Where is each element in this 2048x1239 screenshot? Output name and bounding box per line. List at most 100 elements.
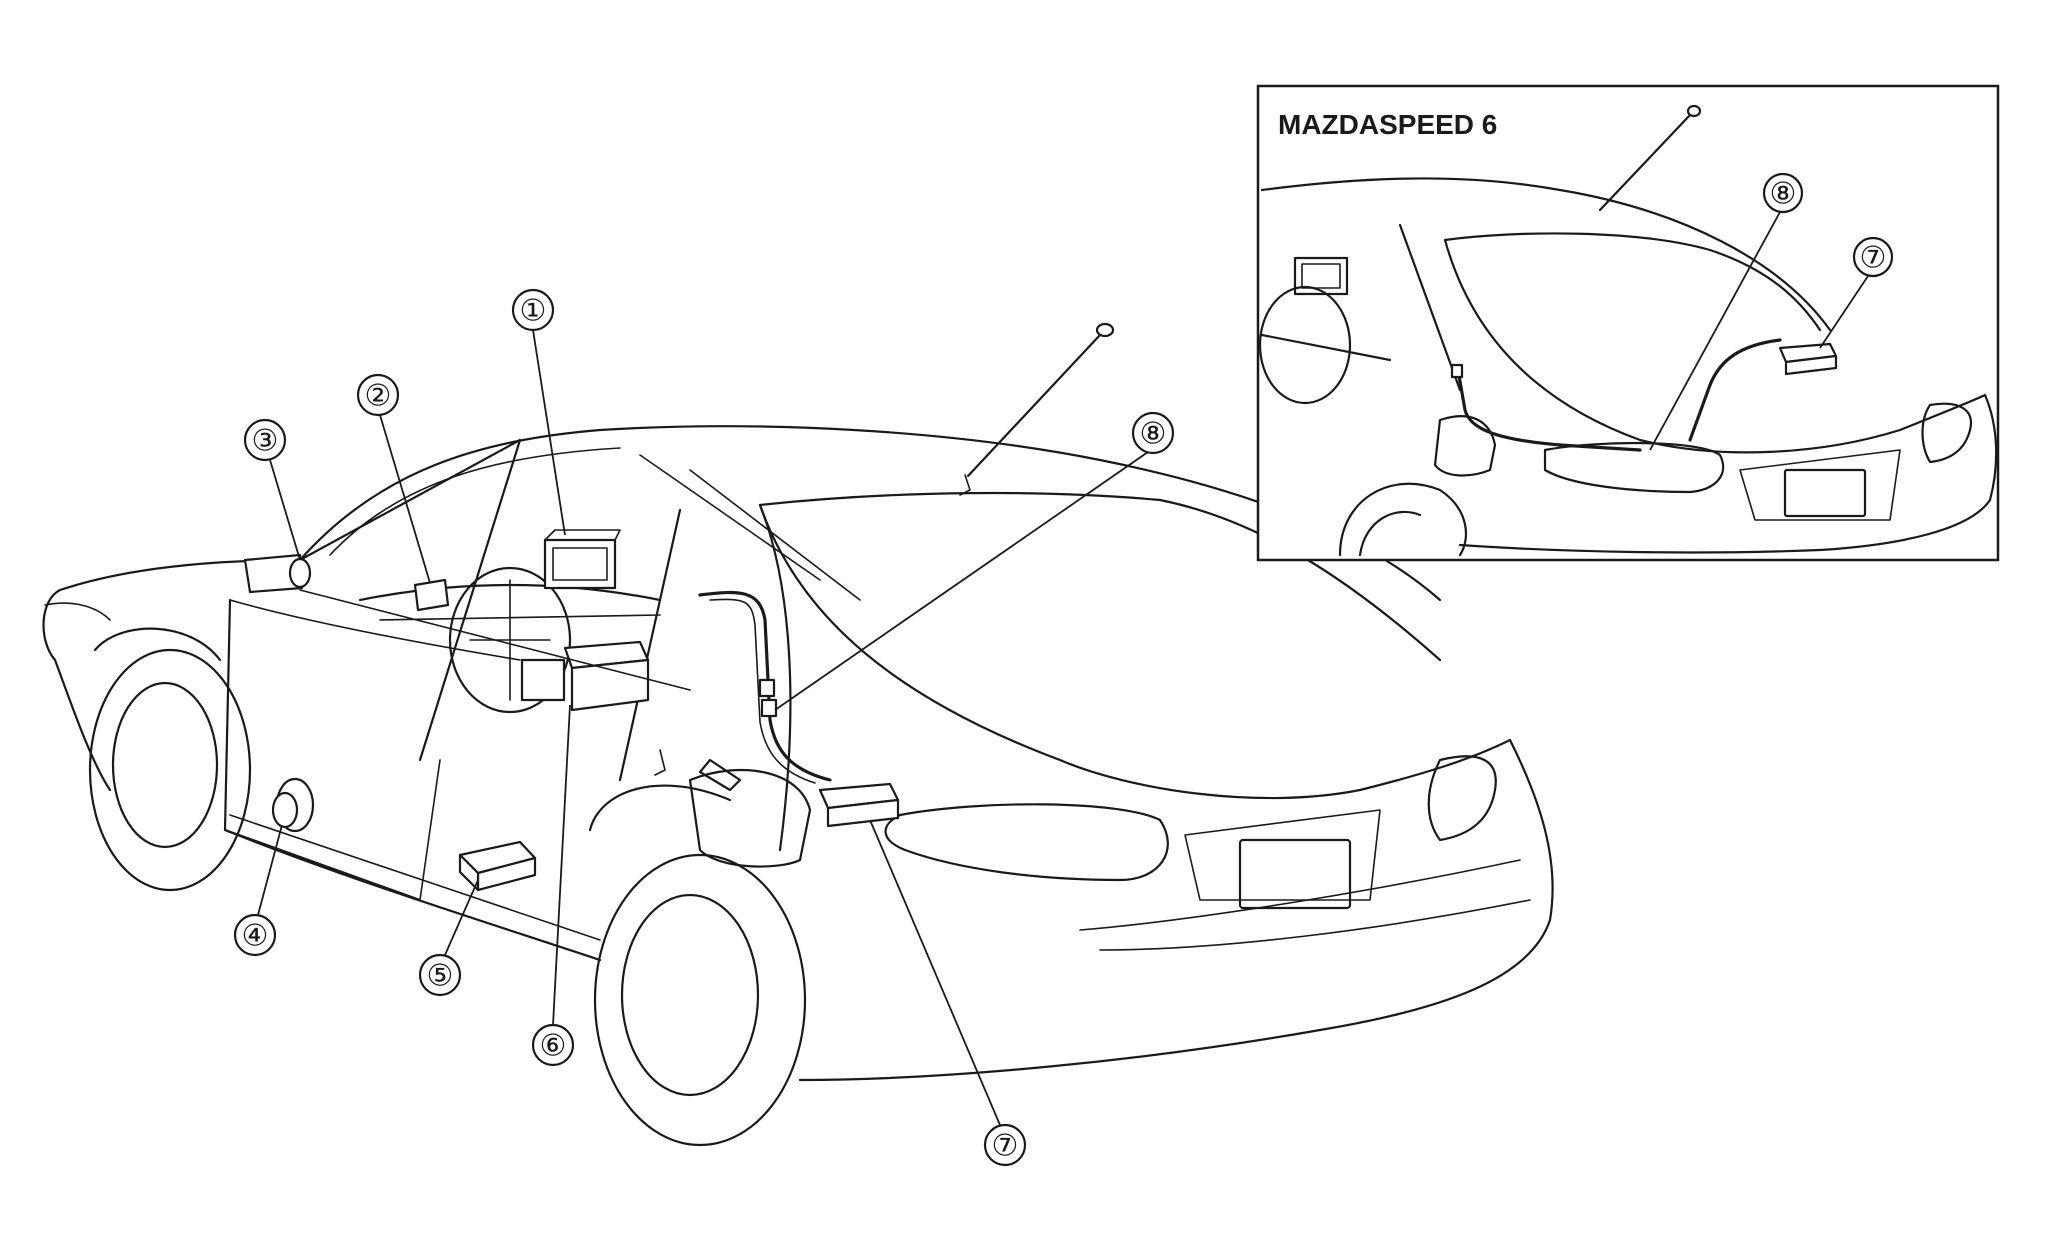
inset-trunk-cable — [1688, 338, 1782, 442]
front-door-speaker-cone — [271, 791, 299, 829]
rear-window-top — [758, 491, 1442, 662]
front-tweeter — [413, 578, 450, 612]
main-vehicle-illustration — [42, 322, 1554, 1147]
harness-clip — [654, 749, 666, 776]
dashboard-lower-line — [379, 614, 661, 621]
rear-wheel-arch — [588, 784, 732, 832]
inset-display-screen — [1301, 263, 1341, 289]
inset-leader-8 — [1649, 211, 1781, 451]
audio-unit-front — [570, 658, 650, 712]
main-callouts: ① ② ③ ④ ⑤ ⑥ ⑦ ⑧ — [233, 288, 1175, 1167]
front-bumper-outline — [42, 588, 112, 792]
license-plate-recess — [1184, 809, 1381, 901]
seat-belt-buckle — [698, 758, 742, 792]
callout-2 — [356, 373, 400, 417]
roof-antenna-tip — [1095, 322, 1115, 338]
inset-roof-line — [1260, 177, 1832, 332]
rear-body-crease — [1079, 859, 1521, 931]
leader-7 — [869, 819, 1001, 1126]
leader-5 — [444, 879, 479, 956]
license-plate — [1238, 838, 1352, 910]
callout-6 — [531, 1023, 575, 1067]
inset-title: MAZDASPEED 6 — [1278, 109, 1497, 140]
inset-rear-wheel — [1358, 510, 1422, 557]
feeder-connector-1 — [758, 678, 776, 698]
headliner-lines — [639, 454, 861, 601]
callout-8 — [1131, 411, 1175, 455]
inset-rear-bumper — [1818, 393, 1998, 552]
rear-wheel-tire — [593, 853, 807, 1147]
trunk-module-front — [826, 798, 900, 828]
inset-left-tail-lamp — [1543, 441, 1725, 494]
callout-6-label: ⑥ — [540, 1030, 567, 1063]
headlamp-line — [44, 602, 111, 621]
leader-4 — [257, 824, 283, 916]
inset-callout-7 — [1852, 236, 1894, 278]
callout-3-label: ③ — [252, 425, 279, 458]
inset-rear-window-top — [1443, 232, 1822, 332]
callout-7 — [983, 1123, 1027, 1167]
rocker-panel-inner — [229, 814, 601, 941]
inset-right-tail-lamp — [1921, 402, 1973, 464]
roof-antenna-base — [959, 474, 971, 496]
callout-3 — [243, 418, 287, 462]
rear-seat — [688, 768, 812, 868]
amplifier-side — [458, 853, 480, 892]
trunk-lid-edge — [1058, 738, 1512, 800]
leader-8 — [774, 451, 1149, 711]
callout-7-label: ⑦ — [992, 1130, 1019, 1163]
inset-rear-wheel-arch — [1338, 482, 1468, 557]
door-belt-line — [229, 599, 521, 661]
callout-8-label: ⑧ — [1140, 418, 1167, 451]
leader-6 — [552, 704, 571, 1026]
rear-window-side — [758, 503, 1062, 762]
inset-rear-window-side — [1443, 238, 1642, 442]
callout-1 — [511, 288, 555, 332]
inset-antenna-mast — [1598, 113, 1692, 212]
antenna-feeder-cable-inner — [709, 598, 816, 784]
inset-callout-8-label: ⑧ — [1770, 178, 1797, 211]
leader-2 — [379, 414, 431, 584]
rear-body-crease-2 — [1099, 899, 1531, 951]
door-mirror-speaker — [288, 557, 312, 589]
right-tail-lamp — [1427, 755, 1497, 842]
inset-steering-wheel — [1258, 285, 1352, 405]
roof-antenna-mast — [966, 333, 1102, 478]
steering-wheel-spokes — [469, 579, 551, 701]
front-wheel-rim — [111, 681, 219, 849]
callout-5-label: ⑤ — [427, 960, 454, 993]
inset-antenna-feeder-cable — [1456, 368, 1642, 452]
leader-1 — [532, 329, 566, 536]
inset-bumper-bottom — [1458, 543, 1822, 554]
b-pillar — [618, 508, 682, 782]
callout-1-label: ① — [520, 295, 547, 328]
front-door-outline — [223, 598, 422, 902]
inset-callout-8 — [1762, 172, 1804, 214]
display-screen — [552, 547, 608, 581]
rear-bumper-corner — [1318, 738, 1554, 1032]
feeder-connector-2 — [760, 698, 778, 718]
dashboard-line — [358, 583, 662, 602]
c-pillar — [758, 503, 792, 852]
callout-5 — [418, 953, 462, 997]
antenna-feeder-cable — [698, 590, 832, 782]
rear-wheel-rim — [620, 893, 760, 1097]
door-rear-edge — [419, 759, 441, 901]
inset-b-pillar — [1398, 223, 1462, 392]
mazdaspeed6-inset: MAZDASPEED 6 ⑧ — [1256, 84, 2000, 562]
inset-frame — [1256, 84, 2000, 562]
front-wheel-tire — [88, 648, 252, 892]
inset-trunk-edge — [1638, 393, 1987, 454]
inset-callout-7-label: ⑦ — [1860, 242, 1887, 275]
callout-4-label: ④ — [242, 920, 269, 953]
inset-seat — [1433, 415, 1497, 477]
front-wheel-arch — [93, 627, 222, 662]
inset-license-plate — [1783, 468, 1867, 518]
leader-3 — [269, 459, 301, 561]
left-tail-lamp — [884, 803, 1169, 882]
steering-wheel — [448, 566, 572, 714]
display-top-bezel — [544, 529, 621, 541]
inset-leader-7 — [1819, 275, 1869, 349]
callout-4 — [233, 913, 277, 957]
